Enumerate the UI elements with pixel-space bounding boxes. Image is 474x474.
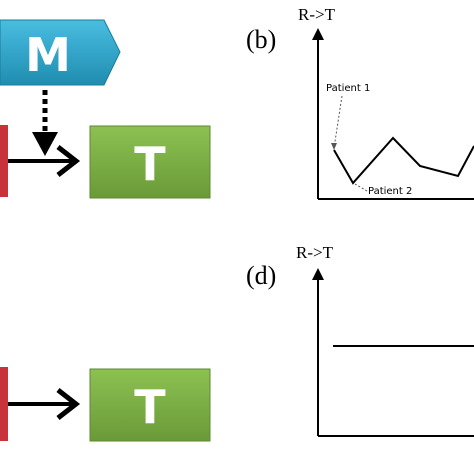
panel-label-d: (d) xyxy=(246,261,276,290)
mediator-label: M xyxy=(25,28,71,82)
annotation-patient-1: Patient 1 xyxy=(326,83,370,94)
y-axis-arrow-icon xyxy=(312,28,324,40)
target-label-c: T xyxy=(134,380,166,434)
annotation-leader-2 xyxy=(354,183,368,192)
panel-b-plot: (b) R->T Patient 1 Patient 2 xyxy=(246,5,474,200)
arrow-head-icon xyxy=(8,388,81,420)
panel-a-diagram: M T xyxy=(0,19,211,199)
panel-d-plot: (d) R->T xyxy=(246,243,474,437)
annotation-arrow-1-icon xyxy=(331,143,337,150)
arrow-head-icon xyxy=(8,145,81,177)
mediator-node: M xyxy=(0,19,121,86)
dotted-arrow-icon xyxy=(32,90,58,156)
target-label: T xyxy=(134,137,166,191)
regulator-bar-c xyxy=(0,367,8,441)
target-node: T xyxy=(89,125,211,199)
annotation-leader-1 xyxy=(333,95,343,149)
regulator-bar xyxy=(0,125,8,197)
panel-c-diagram: T xyxy=(0,367,211,442)
patient-trajectory-line xyxy=(333,136,474,185)
annotation-patient-2: Patient 2 xyxy=(368,186,412,197)
y-axis-arrow-icon xyxy=(312,268,324,280)
panel-label-b: (b) xyxy=(246,25,276,54)
y-axis-label-d: R->T xyxy=(296,243,334,262)
target-node-c: T xyxy=(89,368,211,442)
y-axis-label-b: R->T xyxy=(298,5,336,24)
